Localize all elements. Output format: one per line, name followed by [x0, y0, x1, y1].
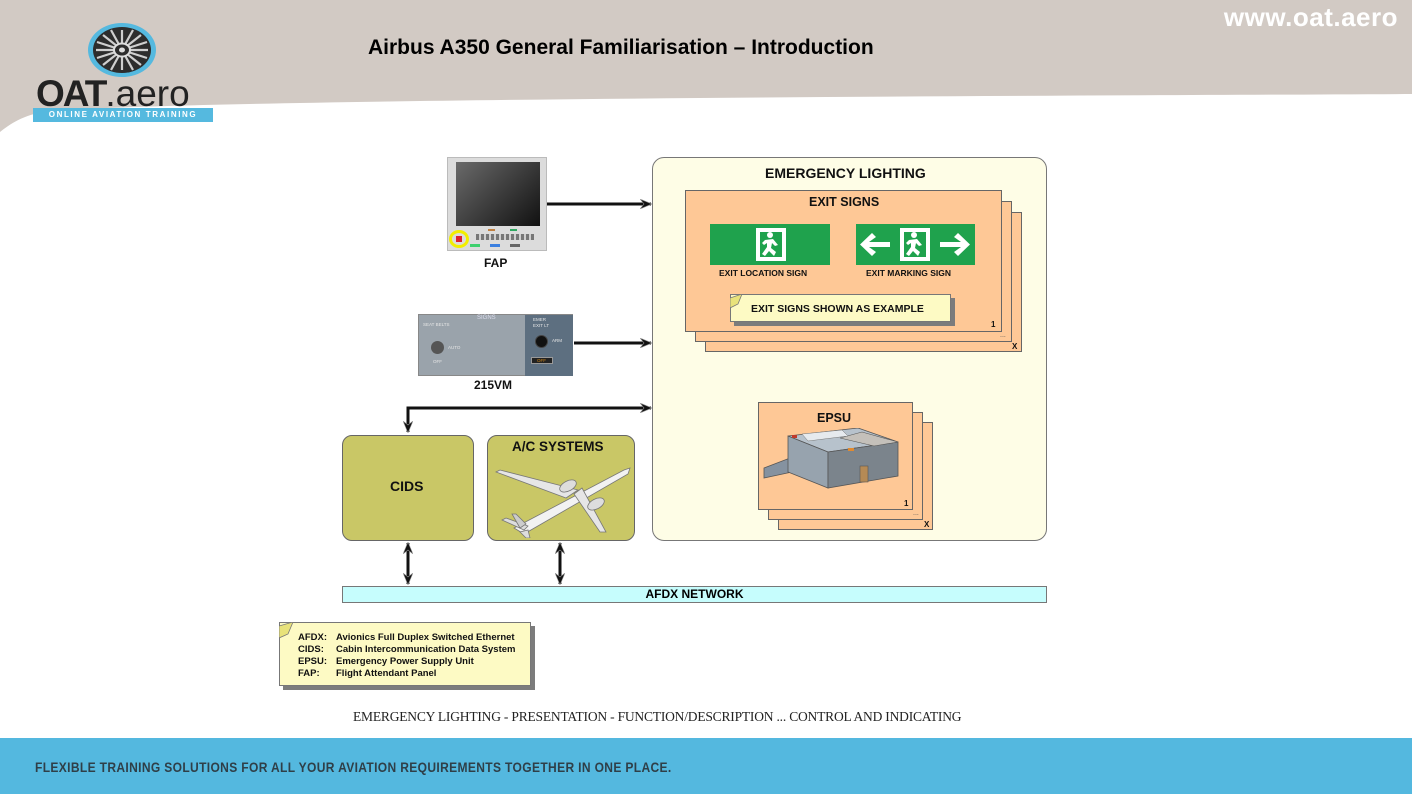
panel-215vm-label: 215VM [474, 378, 513, 392]
seat-belts-off-label: OFF [433, 359, 442, 364]
annunciator-text: OFF [537, 358, 546, 363]
cids-box[interactable] [342, 435, 474, 541]
fap-indicator-amber [488, 229, 495, 231]
seat-belts-switch[interactable] [431, 341, 444, 354]
fap-label: FAP [484, 256, 508, 270]
seat-belts-label: SEAT BELTS [423, 322, 450, 327]
cids-to-emergency-lighting-arrow [408, 408, 651, 432]
ac-systems-label: A/C SYSTEMS [512, 439, 604, 454]
fap-soft-key-green [470, 244, 480, 247]
arrow-left-icon [860, 233, 890, 256]
signs-section-label: SIGNS [477, 315, 496, 321]
exit-signs-title: EXIT SIGNS [809, 195, 880, 209]
logo[interactable]: OAT.aero ONLINE AVIATION TRAINING [30, 22, 215, 127]
fap-screen [456, 162, 540, 226]
legend-item: EPSU:Emergency Power Supply Unit [298, 656, 474, 667]
exit-signs-example-note: EXIT SIGNS SHOWN AS EXAMPLE [730, 294, 951, 322]
logo-wordmark: OAT.aero [36, 73, 190, 114]
jet-engine-fan-icon [88, 23, 156, 77]
emer-label: EMER [533, 317, 547, 322]
aircraft-icon [494, 467, 631, 538]
logo-tagline: ONLINE AVIATION TRAINING [33, 108, 213, 122]
slide-caption: EMERGENCY LIGHTING - PRESENTATION - FUNC… [353, 709, 962, 724]
legend-item: CIDS:Cabin Intercommunication Data Syste… [298, 644, 516, 655]
exit-lt-switch[interactable] [535, 335, 548, 348]
exit-lt-arm-label: ARM [552, 338, 562, 343]
exit-marking-sign [856, 224, 975, 265]
exit-signs-index-ellipsis: ... [1000, 332, 1006, 339]
fap-unit[interactable] [447, 157, 547, 251]
footer-banner: FLEXIBLE TRAINING SOLUTIONS FOR ALL YOUR… [0, 738, 1412, 794]
note-fold-icon [279, 622, 294, 638]
header-banner [0, 0, 1412, 132]
running-man-icon [756, 228, 786, 261]
cids-label: CIDS [390, 478, 424, 494]
arrow-right-icon [940, 233, 970, 256]
fap-soft-key-blue [490, 244, 500, 247]
fap-indicator-green [510, 229, 517, 231]
exit-lt-label: EXIT LT [533, 323, 550, 328]
note-fold-icon [730, 294, 743, 308]
panel-215vm[interactable]: SIGNS SEAT BELTS AUTO OFF EMER EXIT LT A… [418, 314, 573, 376]
page-title: Airbus A350 General Familiarisation – In… [368, 36, 874, 59]
fap-button-row [476, 234, 534, 240]
afdx-network-label: AFDX NETWORK [645, 587, 744, 601]
epsu-unit-icon [763, 428, 899, 489]
exit-signs-index-first: 1 [991, 320, 996, 329]
seat-belts-auto-label: AUTO [448, 345, 461, 350]
exit-marking-sign-label: EXIT MARKING SIGN [866, 268, 952, 278]
exit-signs-index-last: X [1012, 342, 1018, 351]
epsu-index-ellipsis: ... [913, 510, 919, 517]
site-url[interactable]: www.oat.aero [1223, 2, 1398, 32]
fap-soft-key-grey [510, 244, 520, 247]
epsu-index-first: 1 [904, 499, 909, 508]
emergency-lighting-title: EMERGENCY LIGHTING [765, 165, 926, 181]
exit-lt-off-annunciator: OFF [531, 357, 553, 364]
legend-item: FAP:Flight Attendant Panel [298, 668, 437, 679]
exit-location-sign-label: EXIT LOCATION SIGN [719, 268, 808, 278]
exit-signs-example-note-text: EXIT SIGNS SHOWN AS EXAMPLE [751, 303, 924, 315]
running-man-icon [900, 228, 930, 261]
exit-location-sign [710, 224, 830, 265]
afdx-network-bar[interactable]: AFDX NETWORK [342, 586, 1047, 603]
legend-item: AFDX:Avionics Full Duplex Switched Ether… [298, 632, 515, 643]
emer-exit-lt-section: EMER EXIT LT ARM OFF [525, 315, 573, 376]
abbreviations-legend: AFDX:Avionics Full Duplex Switched Ether… [279, 622, 531, 686]
epsu-index-last: X [924, 520, 930, 529]
fap-highlight-ring [449, 230, 469, 248]
footer-tagline: FLEXIBLE TRAINING SOLUTIONS FOR ALL YOUR… [35, 759, 672, 775]
epsu-title: EPSU [817, 411, 852, 425]
fap-emergency-button[interactable] [456, 236, 462, 242]
